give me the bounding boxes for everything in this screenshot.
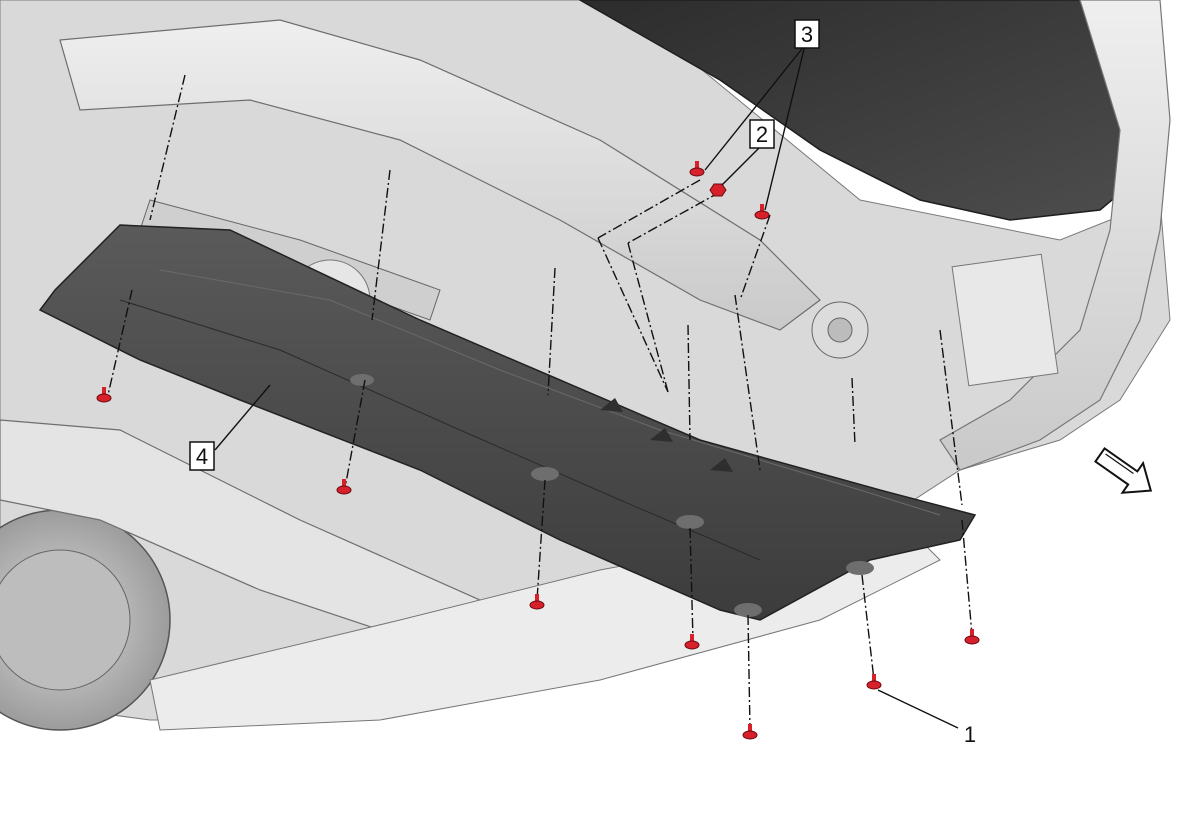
nut-icon xyxy=(709,183,727,197)
callout-2-label: 2 xyxy=(756,122,768,147)
callout-3: 3 xyxy=(794,19,820,49)
callout-1-label: 1 xyxy=(964,722,976,747)
underbody-shield xyxy=(38,224,977,621)
callout-3-label: 3 xyxy=(801,22,813,47)
fasteners xyxy=(96,161,980,740)
bolt-icon xyxy=(754,204,770,220)
alignment-lines xyxy=(107,74,973,731)
bolt-icon xyxy=(964,629,980,645)
bolt-icon xyxy=(742,724,758,740)
bolt-icon xyxy=(96,387,112,403)
bolt-icon xyxy=(866,674,882,690)
bolt-icon xyxy=(684,634,700,650)
callout-4: 4 xyxy=(189,441,215,471)
callout-4-label: 4 xyxy=(196,444,208,469)
callout-2: 2 xyxy=(749,119,775,149)
front-arrow-icon xyxy=(1094,447,1153,494)
callout-1: 1 xyxy=(964,722,976,747)
leader-lines xyxy=(214,44,959,729)
bolt-icon xyxy=(689,161,705,177)
bolt-icon xyxy=(336,479,352,495)
bolt-icon xyxy=(529,594,545,610)
